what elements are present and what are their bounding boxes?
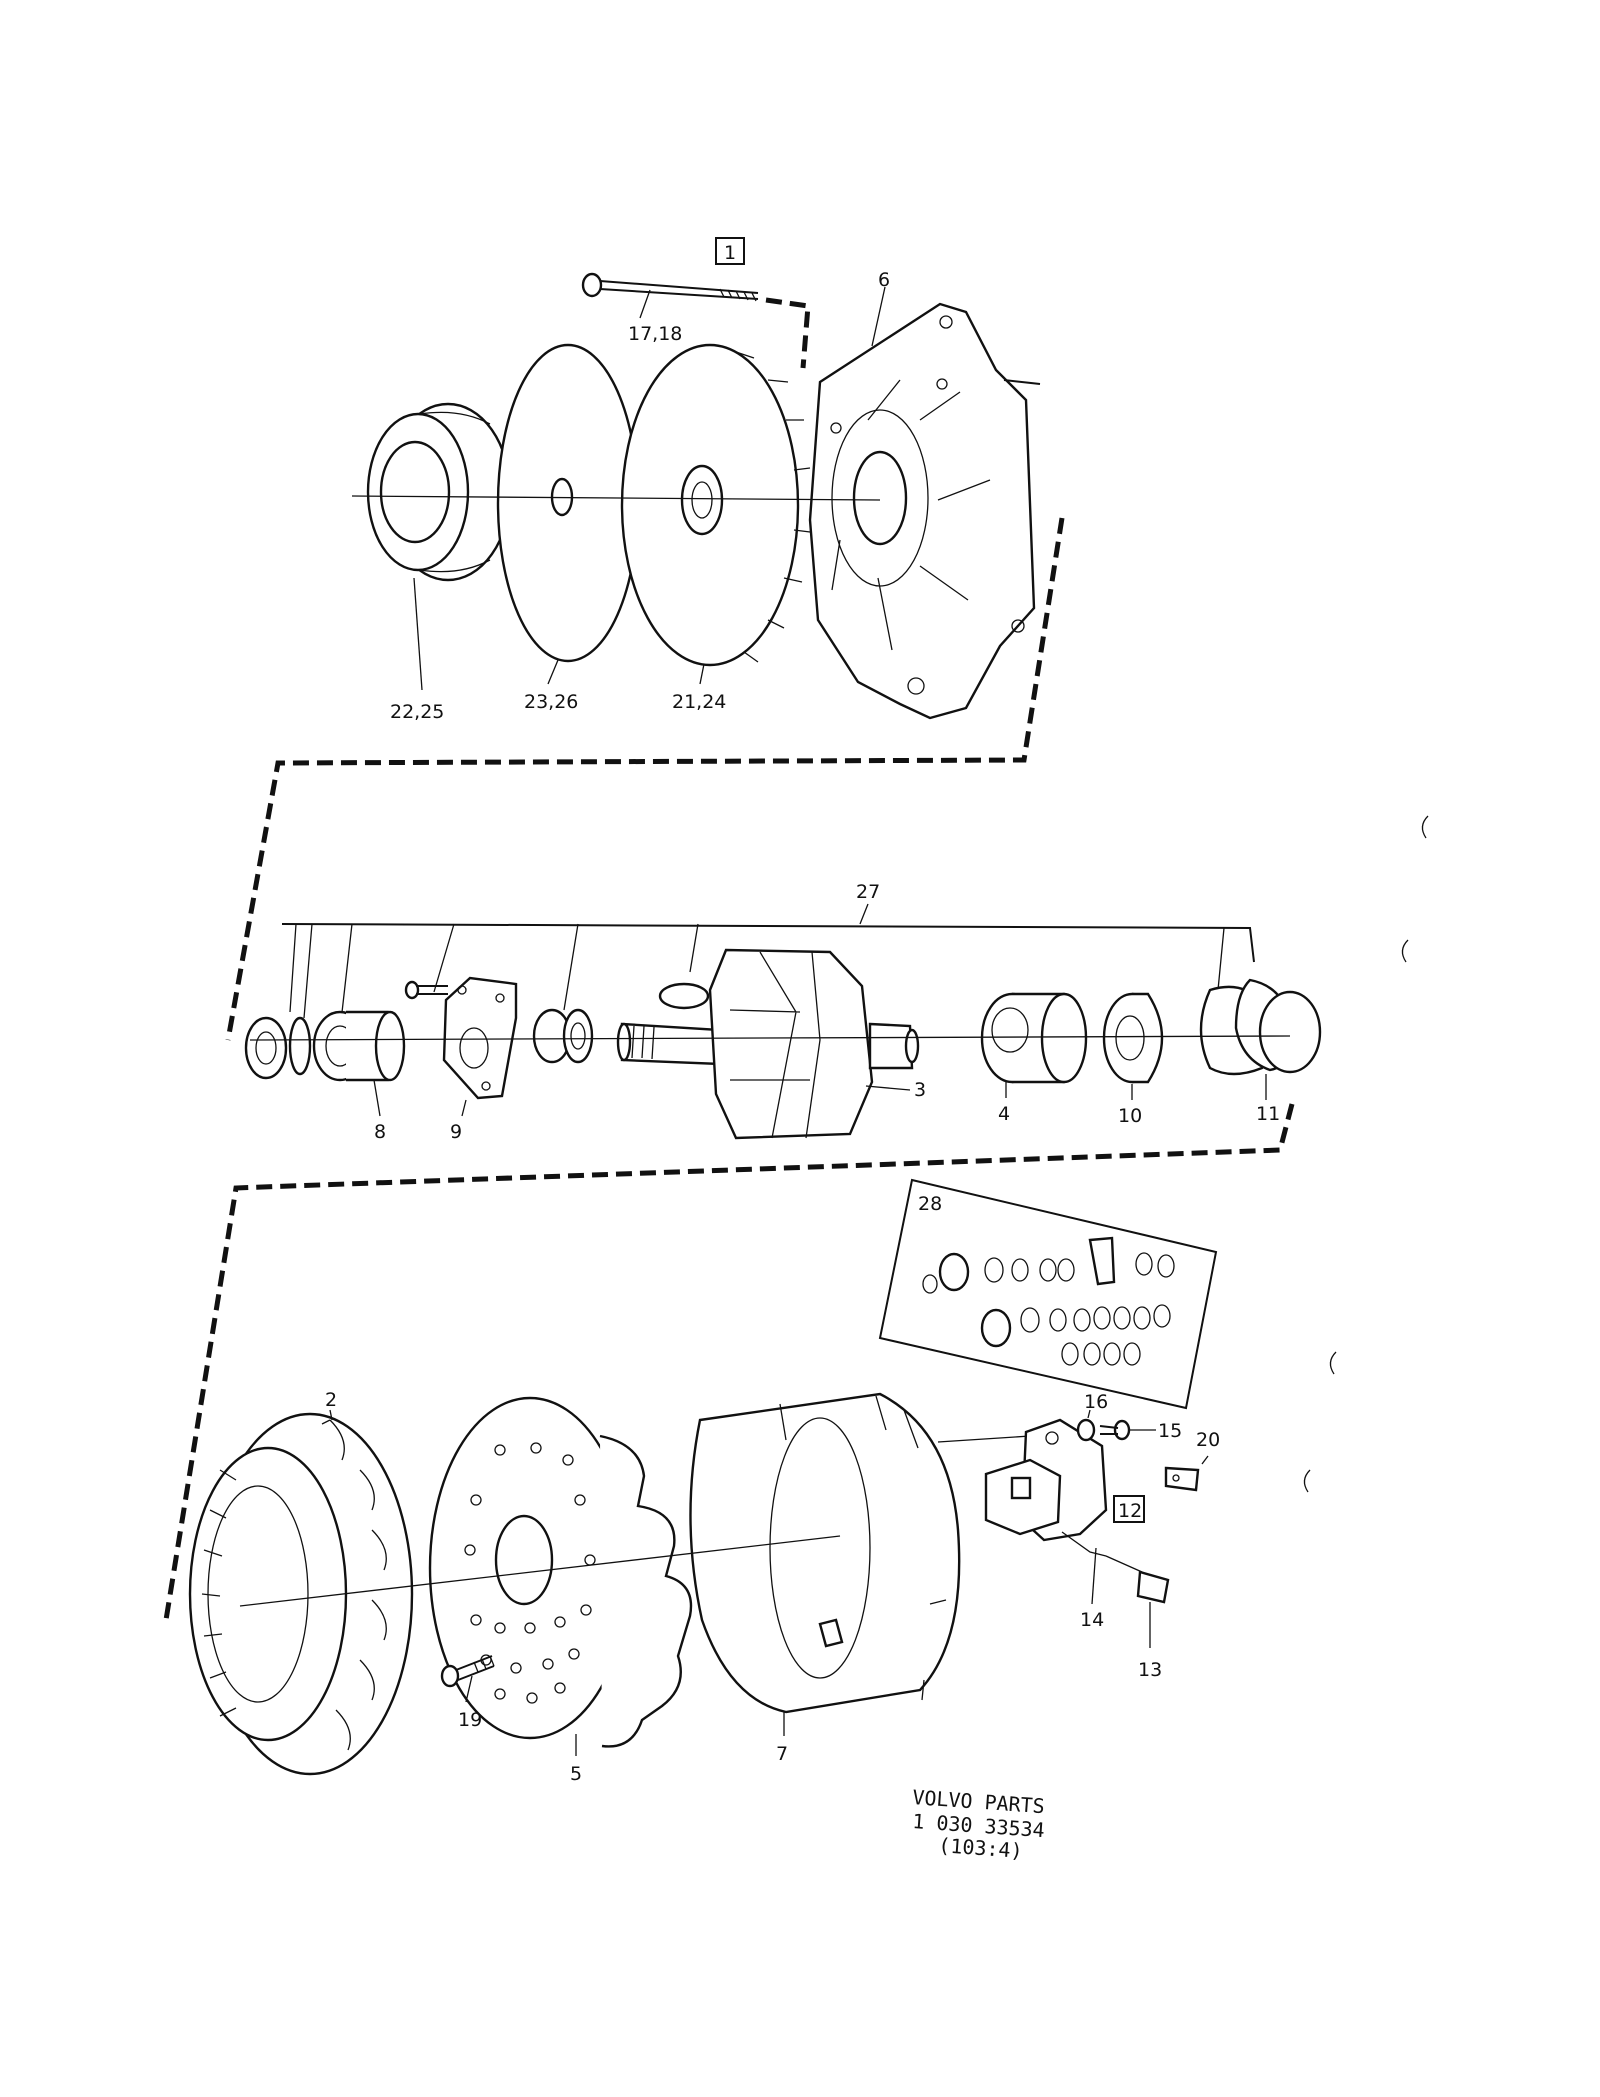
margin-marks (1303, 815, 1429, 1493)
callout-19: 19 (458, 1709, 482, 1731)
axis-line-bottom (239, 1535, 841, 1607)
callout-4: 4 (998, 1103, 1010, 1125)
callout-13: 13 (1138, 1659, 1162, 1681)
dashed-connector-bolt (765, 297, 811, 369)
bearing-front: 10 (1102, 992, 1164, 1127)
callout-23-26: 23,26 (524, 691, 578, 713)
callout-6: 6 (878, 269, 890, 291)
regulator: 14 13 12 (984, 1418, 1170, 1681)
pulley: 22,25 (366, 402, 512, 723)
rectifier: 5 (428, 1396, 693, 1785)
washer-disc: 23,26 (496, 343, 640, 713)
dashed-connector-upper (225, 517, 1065, 1041)
regulator-fasteners: 16 15 (1076, 1391, 1182, 1442)
callout-12: 12 (1118, 1500, 1142, 1522)
callout-7: 7 (776, 1743, 788, 1765)
rotor: 3 (616, 948, 926, 1140)
callout-22-25: 22,25 (390, 701, 444, 723)
brush-holder: 20 (1164, 1429, 1220, 1492)
rectifier-screw: 19 (440, 1655, 495, 1731)
leader-regulator (937, 1435, 1031, 1443)
callout-11: 11 (1256, 1103, 1280, 1125)
kit-27-bracket: 27 (281, 881, 1255, 1031)
callout-15: 15 (1158, 1420, 1182, 1442)
callout-8: 8 (374, 1121, 386, 1143)
reference-block: VOLVO PARTS 1 030 33534 (103:4) (912, 1785, 1046, 1863)
callout-10: 10 (1118, 1105, 1142, 1127)
callout-1: 1 (724, 242, 736, 264)
callout-21-24: 21,24 (672, 691, 726, 713)
callout-3: 3 (914, 1079, 926, 1101)
axis-line-middle (249, 1035, 1291, 1041)
callout-20: 20 (1196, 1429, 1220, 1451)
callout-2: 2 (325, 1389, 337, 1411)
reference-line-3: (103:4) (938, 1833, 1024, 1863)
bolt: 17,18 (581, 272, 759, 345)
callout-14: 14 (1080, 1609, 1104, 1631)
sleeve: 4 (980, 992, 1088, 1125)
end-shield-front: 6 (808, 269, 1041, 720)
kit-28-small-parts (922, 1236, 1175, 1366)
rear-bearing-group: 8 (244, 1010, 406, 1143)
spring-rings: 11 (1199, 978, 1322, 1125)
dashed-connector-lower (163, 1103, 1295, 1621)
kit-1-box: 1 (715, 237, 745, 265)
callout-27: 27 (856, 881, 880, 903)
kit-28-box: 28 (878, 1178, 1218, 1410)
callout-5: 5 (570, 1763, 582, 1785)
fan: 21,24 (620, 343, 811, 713)
callout-17-18: 17,18 (628, 323, 682, 345)
callout-9: 9 (450, 1121, 462, 1143)
callout-16: 16 (1084, 1391, 1108, 1413)
axis-line-top (351, 495, 881, 501)
housing: 7 (689, 1392, 961, 1765)
seal-ring (532, 1008, 594, 1064)
callout-28: 28 (918, 1193, 942, 1215)
bearing-plate: 9 (404, 976, 518, 1143)
stator: 2 (188, 1389, 414, 1776)
